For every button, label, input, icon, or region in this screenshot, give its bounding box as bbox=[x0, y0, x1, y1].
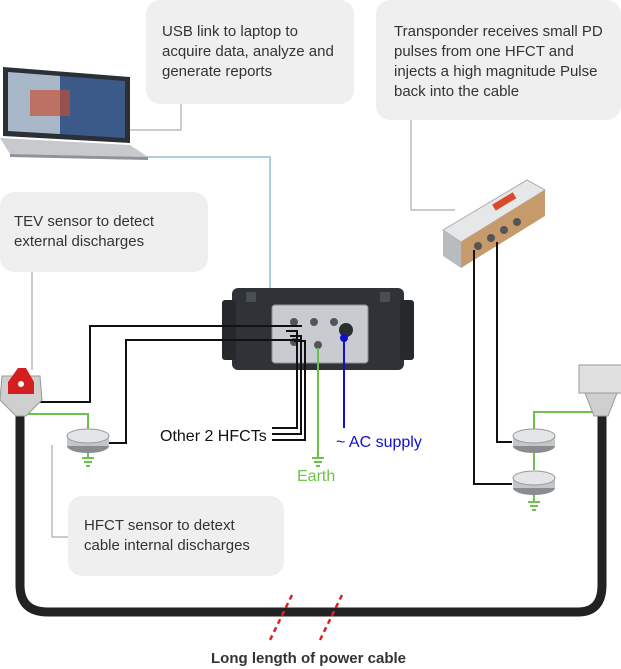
hfct-callout-leader bbox=[51, 445, 72, 538]
earth-symbol-hfct-right bbox=[528, 501, 540, 511]
tev-earth-wire bbox=[24, 413, 89, 430]
other-hfcts-label: Other 2 HFCTs bbox=[160, 428, 267, 445]
earth-label: Earth bbox=[297, 468, 336, 485]
hfct-sensor-right-lower-icon bbox=[512, 470, 556, 495]
usb-cable bbox=[140, 156, 271, 290]
tev-sensor-icon bbox=[0, 368, 43, 417]
tev-signal-wire bbox=[40, 325, 302, 403]
tev-callout: TEV sensor to detect external discharges bbox=[0, 192, 208, 272]
hfct-sensor-left-icon bbox=[66, 428, 110, 453]
earth-symbol-unit bbox=[312, 457, 324, 467]
hfct-sensor-right-upper-icon bbox=[512, 428, 556, 453]
cable-label: Long length of power cable bbox=[211, 650, 406, 667]
cable-termination-right-icon bbox=[578, 364, 621, 417]
hfct-callout-text: HFCT sensor to detext cable internal dis… bbox=[84, 517, 250, 554]
power-cable bbox=[15, 405, 607, 617]
earth-symbol-hfct-left bbox=[82, 457, 94, 467]
transponder-icon bbox=[442, 179, 546, 268]
hfct-signal-wire bbox=[108, 339, 302, 444]
usb-callout-text: USB link to laptop to acquire data, anal… bbox=[162, 23, 334, 80]
other-hfct-wire-2 bbox=[272, 335, 302, 435]
transponder-wire-inner bbox=[496, 242, 512, 443]
remote-earth-wire bbox=[533, 411, 600, 430]
transponder-callout-leader bbox=[410, 118, 455, 211]
other-hfct-wire-1 bbox=[272, 330, 298, 429]
transponder-callout-text: Transponder receives small PD pulses fro… bbox=[394, 23, 603, 100]
usb-callout-leader bbox=[128, 102, 182, 131]
cable-break-marks bbox=[268, 594, 344, 641]
laptop-icon bbox=[0, 67, 148, 160]
transponder-wire-outer bbox=[473, 250, 512, 485]
hfct-callout: HFCT sensor to detext cable internal dis… bbox=[68, 496, 284, 576]
tev-callout-text: TEV sensor to detect external discharges bbox=[14, 213, 155, 250]
transponder-callout: Transponder receives small PD pulses fro… bbox=[376, 0, 621, 120]
other-hfct-wire-3 bbox=[272, 340, 306, 441]
ac-supply-connector bbox=[340, 334, 348, 342]
ac-supply-label: ~ AC supply bbox=[336, 434, 422, 451]
usb-callout: USB link to laptop to acquire data, anal… bbox=[146, 0, 354, 104]
